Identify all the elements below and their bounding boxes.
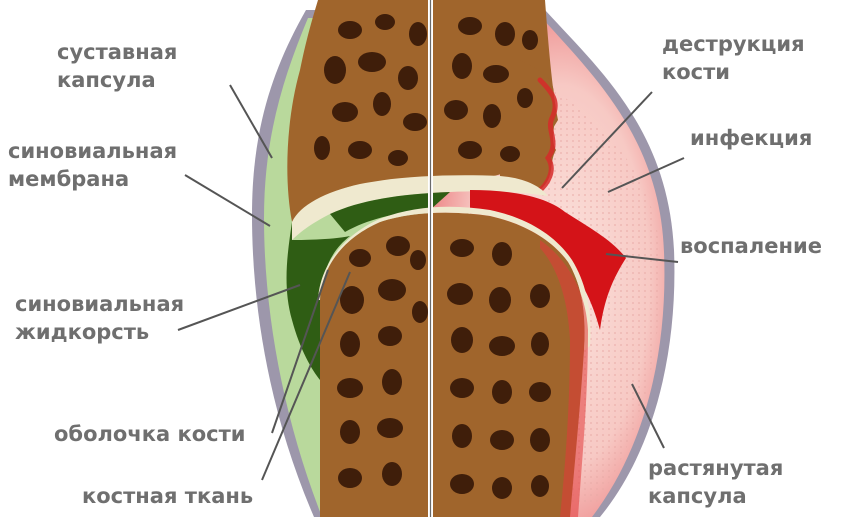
label-synovial-fluid: синовиальная жидкорсть bbox=[15, 290, 184, 346]
label-periosteum: оболочка кости bbox=[54, 420, 246, 448]
label-bone-destruction: деструкция кости bbox=[662, 30, 805, 86]
bone-destruction bbox=[500, 60, 556, 190]
label-joint-capsule: суставная капсула bbox=[57, 38, 177, 94]
label-infection: инфекция bbox=[690, 124, 812, 152]
label-stretched-capsule: растянутая капсула bbox=[648, 454, 783, 510]
label-bone-tissue: костная ткань bbox=[82, 482, 253, 510]
label-synovial-membrane: синовиальная мембрана bbox=[8, 137, 177, 193]
label-inflammation: воспаление bbox=[680, 232, 822, 260]
